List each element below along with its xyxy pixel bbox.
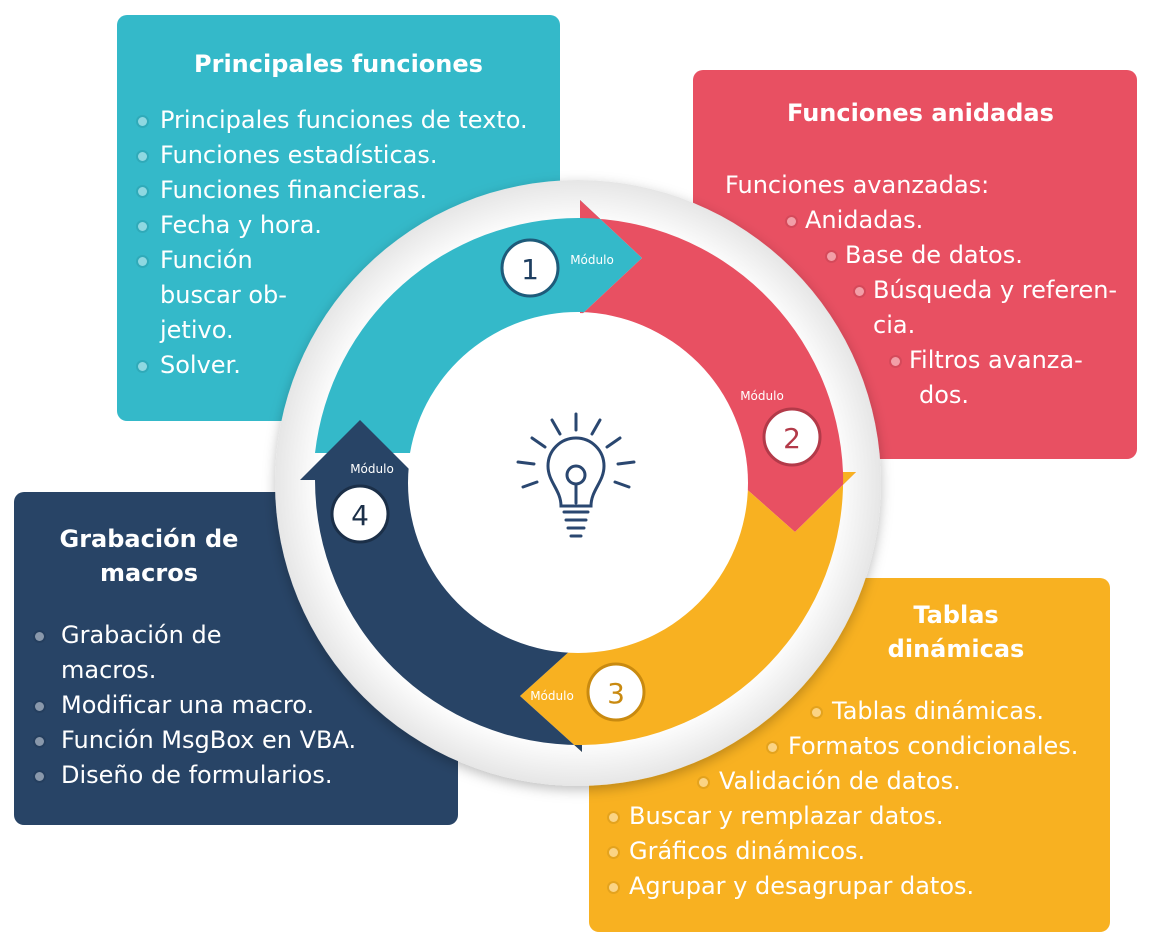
bullet-icon — [35, 632, 44, 641]
list-item: Modificar una macro. — [35, 688, 356, 723]
module-2-lead: Funciones avanzadas: — [725, 171, 990, 199]
bullet-icon — [787, 217, 796, 226]
list-item-continuation: macros. — [61, 656, 157, 684]
svg-text:1: 1 — [521, 253, 539, 286]
bullet-icon — [891, 357, 900, 366]
segment-1-arc — [315, 200, 642, 453]
bullet-icon — [827, 252, 836, 261]
module-1-list: Principales funciones de texto. Funcione… — [138, 103, 528, 383]
list-item: Agrupar y desagrupar datos. — [609, 869, 1078, 904]
bullet-icon — [138, 152, 147, 161]
module-1-badge: 1 Módulo — [500, 238, 614, 298]
list-item-continuation: cia. — [873, 311, 916, 339]
module-2-title: Funciones anidadas — [787, 99, 1054, 127]
list-item: Grabación de — [35, 618, 356, 653]
list-item: Base de datos. — [827, 238, 1117, 273]
bullet-icon — [609, 813, 618, 822]
list-item: Validación de datos. — [699, 764, 1078, 799]
module-4-list: Grabación de macros. Modificar una macro… — [35, 618, 356, 793]
list-item: Funciones estadísticas. — [138, 138, 528, 173]
svg-text:3: 3 — [607, 677, 625, 710]
svg-text:Módulo: Módulo — [350, 462, 394, 476]
bullet-icon — [609, 883, 618, 892]
svg-text:Módulo: Módulo — [530, 689, 574, 703]
list-item: Gráficos dinámicos. — [609, 834, 1078, 869]
module-4-badge: 4 Módulo — [330, 462, 394, 544]
list-item: Tablas dinámicas. — [812, 694, 1078, 729]
list-item: Fecha y hora. — [138, 208, 528, 243]
bullet-icon — [855, 287, 864, 296]
bullet-icon — [35, 737, 44, 746]
list-item-continuation: jetivo. — [160, 316, 234, 344]
svg-text:Módulo: Módulo — [570, 253, 614, 267]
bullet-icon — [699, 778, 708, 787]
module-4-title: Grabación de macros — [59, 525, 239, 587]
bullet-icon — [35, 702, 44, 711]
list-item: Principales funciones de texto. — [138, 103, 528, 138]
list-item: Funciones financieras. — [138, 173, 528, 208]
list-item-continuation: buscar ob- — [160, 281, 287, 309]
list-item: Solver. — [138, 348, 528, 383]
module-3-badge: 3 Módulo — [530, 662, 646, 722]
lightbulb-icon — [516, 412, 636, 538]
list-item: Función MsgBox en VBA. — [35, 723, 356, 758]
module-2-badge: 2 Módulo — [740, 389, 822, 467]
list-item: Anidadas. — [787, 203, 1117, 238]
bullet-icon — [768, 743, 777, 752]
svg-text:4: 4 — [351, 499, 369, 532]
svg-text:2: 2 — [783, 422, 801, 455]
list-item: Función — [138, 243, 528, 278]
list-item: Buscar y remplazar datos. — [609, 799, 1078, 834]
list-item: Diseño de formularios. — [35, 758, 356, 793]
module-3-list: Tablas dinámicas. Formatos condicionales… — [589, 694, 1078, 904]
module-2-list: Anidadas. Base de datos. Búsqueda y refe… — [693, 203, 1117, 413]
bullet-icon — [138, 117, 147, 126]
bullet-icon — [138, 362, 147, 371]
bullet-icon — [812, 708, 821, 717]
bullet-icon — [138, 222, 147, 231]
list-item: Formatos condicionales. — [768, 729, 1078, 764]
list-item: Filtros avanza- — [891, 343, 1117, 378]
module-3-title: Tablas dinámicas — [887, 601, 1025, 663]
bullet-icon — [35, 772, 44, 781]
list-item: Búsqueda y referen- — [855, 273, 1117, 308]
bullet-icon — [138, 257, 147, 266]
list-item-continuation: dos. — [919, 381, 970, 409]
bullet-icon — [609, 848, 618, 857]
bullet-icon — [138, 187, 147, 196]
module-1-title: Principales funciones — [194, 50, 483, 78]
svg-text:Módulo: Módulo — [740, 389, 784, 403]
